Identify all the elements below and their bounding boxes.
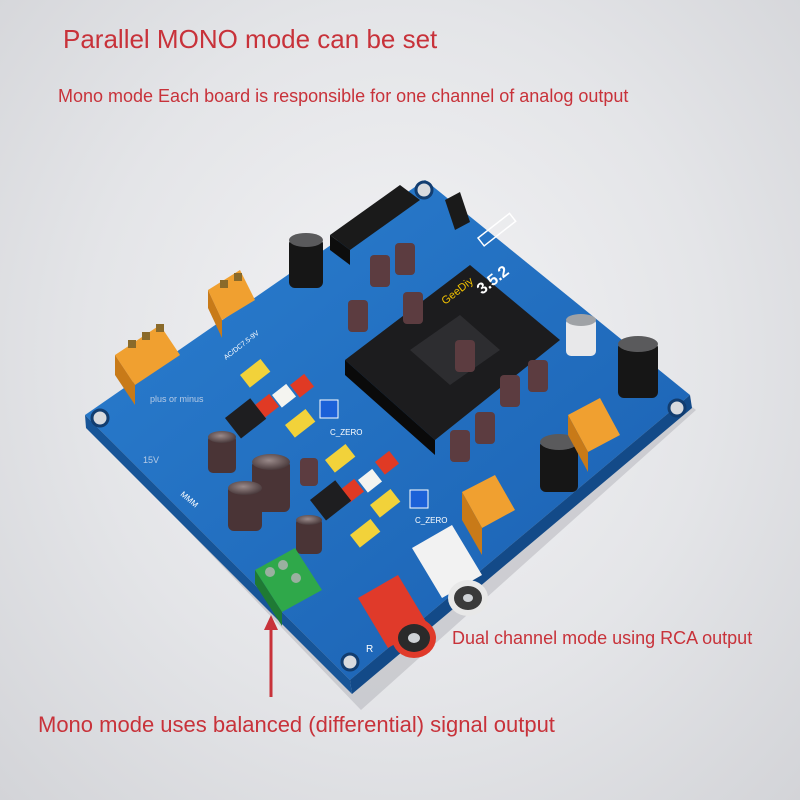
subtitle-caption: Mono mode Each board is responsible for … xyxy=(58,86,629,106)
film-capacitors xyxy=(240,358,401,548)
title-caption: Parallel MONO mode can be set xyxy=(63,24,438,54)
small-capacitors xyxy=(300,243,548,486)
orange-terminal-blocks xyxy=(115,270,620,555)
rca-jack-white xyxy=(412,525,488,616)
power-terminal-top xyxy=(208,270,255,338)
pin-header xyxy=(330,185,470,265)
op-amp-chips xyxy=(225,398,352,521)
balanced-output-caption: Mono mode uses balanced (differential) s… xyxy=(38,712,555,737)
pcb-edge-left xyxy=(85,415,352,694)
silk-box xyxy=(476,212,517,247)
right-terminal xyxy=(568,398,620,472)
lower-right-terminal xyxy=(462,475,515,555)
pcb-board xyxy=(85,180,690,680)
c-zero-label-1: C_ZERO xyxy=(330,428,362,437)
rca-jack-red xyxy=(358,575,436,658)
mounting-holes xyxy=(90,180,687,672)
trimmer-pots xyxy=(319,399,429,509)
pcb-edge xyxy=(350,395,692,694)
silk-15v-label: 15V xyxy=(143,455,159,465)
c-zero-label-2: C_ZERO xyxy=(415,516,447,525)
plus-minus-label: plus or minus xyxy=(150,394,204,404)
power-terminal-left xyxy=(115,324,180,405)
electrolytic-capacitors xyxy=(208,233,658,554)
rca-output-caption: Dual channel mode using RCA output xyxy=(452,628,753,648)
arrow-to-terminal xyxy=(264,615,278,697)
balanced-terminal-block xyxy=(255,548,322,626)
r-silk-label: R xyxy=(366,644,373,655)
